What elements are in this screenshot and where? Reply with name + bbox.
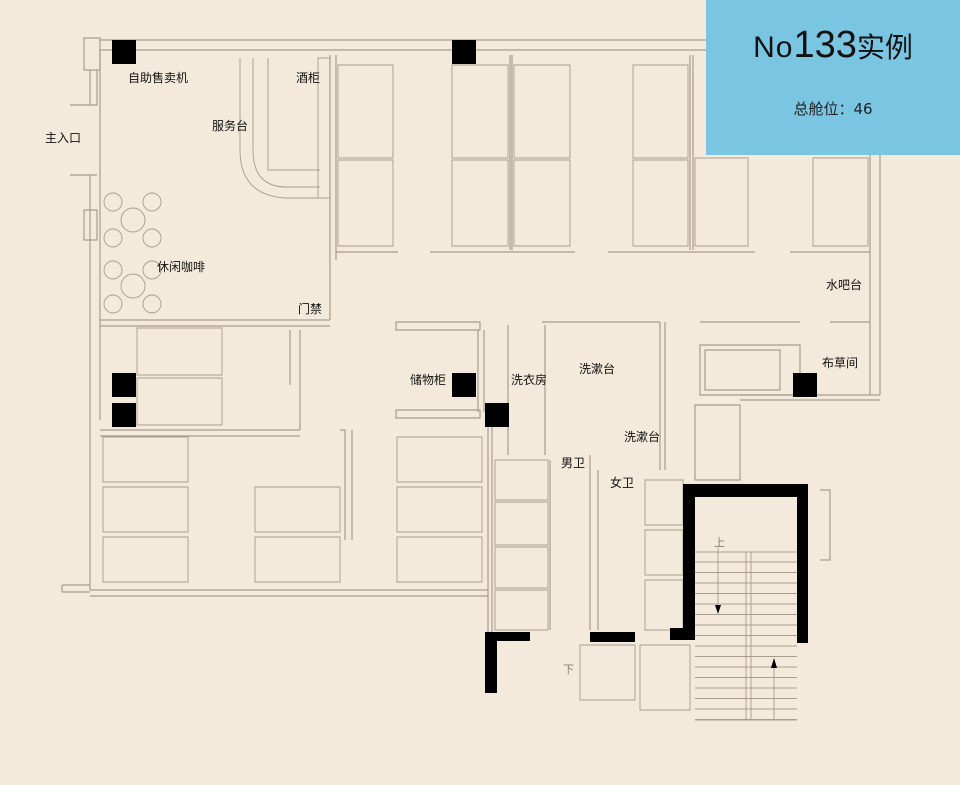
label-service-desk: 服务台 <box>212 118 248 133</box>
room-labels: 自助售卖机 酒柜 主入口 服务台 休闲咖啡 门禁 水吧台 布草间 储物柜 洗衣房… <box>45 70 862 676</box>
walls <box>61 37 881 711</box>
label-linen-room: 布草间 <box>822 356 858 370</box>
label-water-bar: 水吧台 <box>826 277 862 292</box>
title-suffix: 实例 <box>856 31 913 64</box>
label-laundry: 洗衣房 <box>511 372 547 387</box>
label-entrance: 主入口 <box>45 131 81 145</box>
plan-title: No133实例 <box>706 24 960 67</box>
label-storage: 储物柜 <box>410 372 446 387</box>
capacity-label: 总舱位： <box>793 100 854 118</box>
label-womens-wc: 女卫 <box>610 475 634 490</box>
label-wash-basin-2: 洗漱台 <box>624 429 660 444</box>
label-stairs-down: 下 <box>563 663 574 676</box>
label-wash-basin-1: 洗漱台 <box>579 361 615 376</box>
service-desk-counter <box>239 57 331 199</box>
info-panel: No133实例 总舱位：46 <box>706 0 960 155</box>
label-cafe: 休闲咖啡 <box>157 259 205 274</box>
label-wine-cabinet: 酒柜 <box>296 71 320 85</box>
stairwell <box>670 484 808 721</box>
title-number: 133 <box>793 24 857 66</box>
title-prefix: No <box>753 31 794 64</box>
structural-columns <box>112 40 817 693</box>
cafe-tables <box>103 192 162 314</box>
label-access-control: 门禁 <box>298 301 322 316</box>
label-mens-wc: 男卫 <box>561 456 585 470</box>
label-stairs-up: 上 <box>714 536 725 549</box>
capacity-text: 总舱位：46 <box>706 98 960 119</box>
capacity-value: 46 <box>853 100 873 118</box>
label-vending: 自助售卖机 <box>128 70 188 85</box>
